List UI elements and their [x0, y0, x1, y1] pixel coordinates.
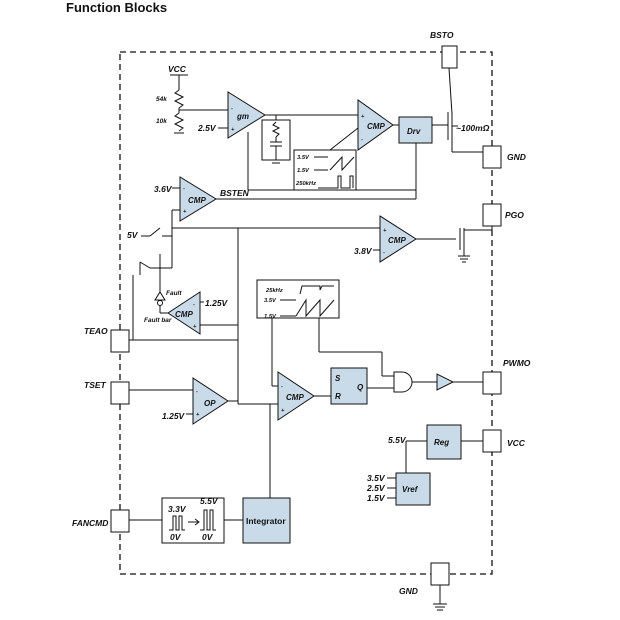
pin-pgo-label: PGO: [505, 210, 524, 220]
fan-in-hi-label: 3.3V: [168, 504, 187, 514]
pin-bsto: [441, 45, 458, 69]
level-shifter: [161, 497, 225, 544]
pin-tset-label: TSET: [84, 380, 107, 390]
pin-vcc: [482, 429, 502, 453]
pin-gnd-top: [482, 145, 502, 169]
pin-tset: [110, 381, 130, 405]
fault-label: Fault: [166, 290, 182, 297]
ramp2-freq: 25kHz: [265, 288, 283, 294]
fault-cmp-label: CMP: [175, 310, 193, 319]
op-label: OP: [204, 399, 216, 408]
svg-text:-: -: [281, 384, 283, 390]
fan-out-lo-label: 0V: [202, 532, 214, 542]
svg-text:+: +: [361, 114, 365, 120]
driver-block: [398, 116, 433, 144]
pgo-cmp-label: CMP: [388, 236, 406, 245]
drv-label: Drv: [407, 127, 421, 136]
and-gate: [393, 371, 413, 393]
pin-pwmo: [482, 371, 502, 395]
pin-vcc-label: VCC: [507, 438, 526, 448]
vref-2v5-label: 2.5V: [366, 483, 386, 493]
fan-cmp-label: CMP: [286, 393, 304, 402]
chip-boundary: [119, 51, 493, 575]
sr-s-label: S: [335, 374, 341, 383]
svg-text:-: -: [183, 186, 185, 192]
pwm-cmp-label: CMP: [367, 122, 385, 131]
resistor-54k: [173, 89, 185, 109]
vref-label: Vref: [402, 485, 419, 494]
svg-text:-: -: [231, 106, 233, 112]
reg-label: Reg: [434, 438, 449, 447]
ramp1-hi: 3.5V: [297, 155, 310, 161]
ramp2-lo: 1.5V: [264, 314, 277, 320]
fault-buffer: [154, 291, 166, 301]
svg-text:-: -: [196, 389, 198, 395]
svg-text:+: +: [281, 408, 285, 414]
resistor-10k: [173, 112, 185, 132]
vref-block: [395, 472, 431, 506]
ramp1-freq: 250kHz: [295, 181, 316, 187]
reg-5v5-label: 5.5V: [388, 435, 407, 445]
fault-bar-label: Fault bar: [144, 317, 172, 324]
output-buffer: [436, 373, 455, 391]
pin-teao: [110, 329, 130, 353]
pin-gnd-bottom: [430, 562, 450, 586]
pin-gnd-top-label: GND: [507, 152, 526, 162]
fan-pwm-comparator: [277, 371, 315, 421]
gm-ref-label: 2.5V: [197, 123, 217, 133]
vref-1v5-label: 1.5V: [367, 493, 386, 503]
integrator-label: Integrator: [246, 516, 286, 526]
svg-text:+: +: [196, 412, 200, 418]
regulator-block: [426, 424, 462, 460]
svg-text:+: +: [231, 127, 235, 133]
fault-cmp-ref-label: 1.25V: [205, 298, 229, 308]
pin-fancmd-label: FANCMD: [72, 518, 108, 528]
rdson-label: ~100mΩ: [456, 123, 490, 133]
gm-label: gm: [236, 112, 249, 121]
svg-text:+: +: [193, 324, 197, 330]
vref-3v5-label: 3.5V: [367, 473, 386, 483]
ramp2-hi: 3.5V: [264, 298, 277, 304]
svg-text:+: +: [383, 228, 387, 234]
svg-text:+: +: [183, 209, 187, 215]
pgo-ref-label: 3.8V: [354, 246, 373, 256]
bsten-ref-label: 3.6V: [154, 184, 173, 194]
svg-text:-: -: [361, 137, 363, 143]
svg-text:-: -: [193, 302, 195, 308]
bsten-label: BSTEN: [220, 188, 250, 198]
pin-bsto-label: BSTO: [430, 30, 454, 40]
sr-q-label: Q: [357, 383, 364, 392]
fan-out-hi-label: 5.5V: [200, 496, 219, 506]
pin-fancmd: [110, 509, 130, 533]
page-title: Function Blocks: [66, 0, 168, 15]
pwm-comparator: [357, 99, 394, 151]
pin-pgo: [482, 203, 502, 227]
integrator-block: [242, 497, 291, 544]
r10k-label: 10k: [156, 118, 167, 125]
pin-gnd-bottom-label: GND: [399, 586, 418, 596]
pin-teao-label: TEAO: [84, 326, 108, 336]
sr-r-label: R: [335, 392, 341, 401]
vcc-rail-label: VCC: [168, 64, 187, 74]
bsten-cmp-label: CMP: [188, 196, 206, 205]
r54k-label: 54k: [156, 96, 167, 103]
ramp1-lo: 1.5V: [297, 168, 310, 174]
pgo-comparator: [379, 215, 417, 263]
fault-comparator: [167, 291, 201, 335]
svg-text:-: -: [383, 250, 385, 256]
op-amplifier: [192, 377, 229, 425]
gm-amplifier: [227, 91, 266, 139]
fan-in-lo-label: 0V: [170, 532, 182, 542]
sr-latch: [330, 367, 368, 405]
bsten-comparator: [179, 176, 217, 222]
op-ref-label: 1.25V: [162, 411, 186, 421]
pin-pwmo-label: PWMO: [503, 358, 531, 368]
switch-5v-label: 5V: [127, 230, 139, 240]
